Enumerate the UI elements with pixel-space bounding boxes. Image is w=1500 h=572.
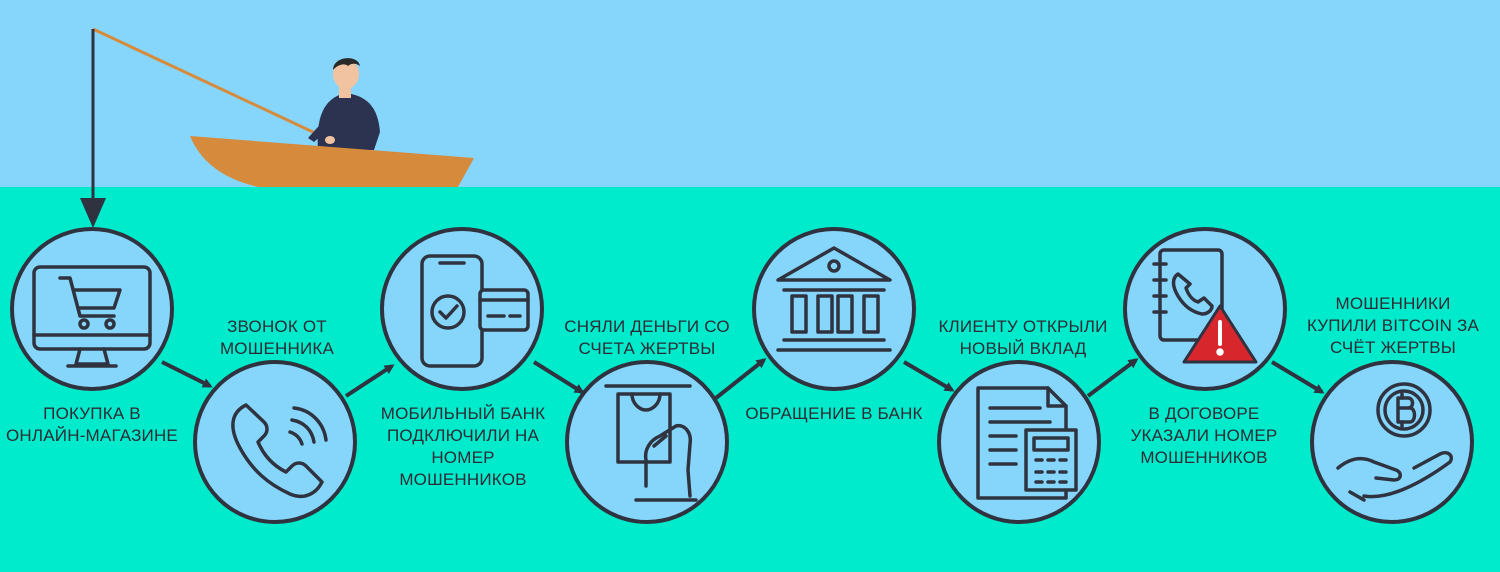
step-5-circle	[752, 227, 916, 391]
arrow-1-2	[161, 360, 213, 388]
step-8-circle	[1310, 360, 1474, 524]
fisherman-illustration	[80, 27, 474, 228]
phone-call-icon	[231, 403, 328, 499]
arrow-4-5	[714, 358, 767, 400]
step-7-label: В ДОГОВОРЕ УКАЗАЛИ НОМЕР МОШЕННИКОВ	[1130, 404, 1278, 467]
boat-icon	[190, 136, 474, 187]
step-4-circle	[565, 360, 729, 524]
arrow-2-3	[344, 364, 395, 398]
atm-cash-withdrawal-icon	[604, 384, 698, 502]
step-4-label: СНЯЛИ ДЕНЬГИ СО СЧЕТА ЖЕРТВЫ	[564, 317, 730, 358]
fisherman-icon	[308, 58, 380, 150]
mobile-bank-card-icon	[420, 254, 530, 368]
step-8-label: МОШЕННИКИ КУПИЛИ BITCOIN ЗА СЧЁТ ЖЕРТВЫ	[1306, 294, 1480, 357]
arrow-3-4	[532, 360, 585, 394]
step-5-label: ОБРАЩЕНИЕ В БАНК	[745, 404, 923, 423]
step-1-label: ПОКУПКА В ОНЛАЙН-МАГАЗИНЕ	[6, 404, 178, 445]
step-7-circle	[1123, 227, 1287, 391]
arrow-5-6	[902, 360, 955, 392]
step-3-label: МОБИЛЬНЫЙ БАНК ПОДКЛЮЧИЛИ НА НОМЕР МОШЕН…	[380, 404, 546, 489]
document-calculator-icon	[976, 386, 1078, 500]
arrow-6-7	[1086, 358, 1139, 398]
step-6-label: КЛИЕНТУ ОТКРЫЛИ НОВЫЙ ВКЛАД	[938, 317, 1108, 358]
bitcoin-hand-icon	[1336, 382, 1453, 502]
step-2-circle	[193, 360, 357, 524]
step-2-label: ЗВОНОК ОТ МОШЕННИКА	[219, 317, 335, 358]
bank-building-icon	[776, 246, 892, 352]
flow-arrows	[161, 358, 1325, 400]
contract-phone-warning-icon	[1152, 248, 1224, 342]
shopping-cart-monitor-icon	[32, 265, 152, 368]
warning-icon	[1182, 304, 1258, 364]
arrow-7-8	[1270, 360, 1325, 394]
